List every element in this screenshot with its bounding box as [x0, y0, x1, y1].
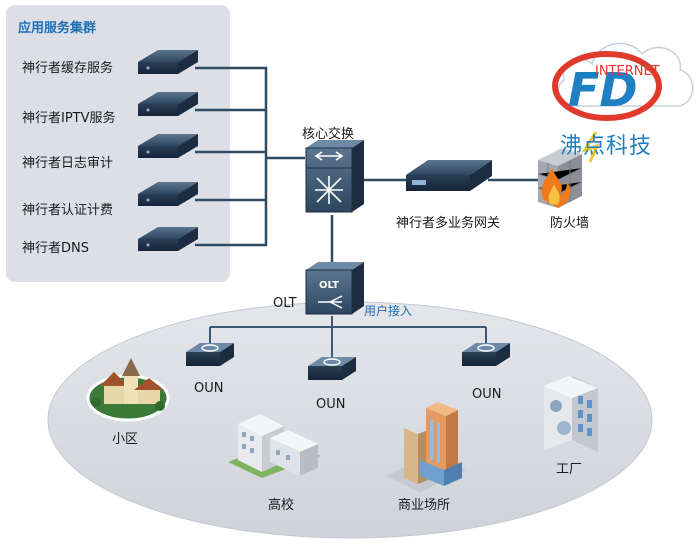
- commercial-icon: [386, 402, 466, 492]
- firewall-icon: [537, 148, 583, 208]
- app-cluster-panel: [6, 5, 230, 282]
- firewall-label: 防火墙: [550, 216, 590, 231]
- app-cluster-title: 应用服务集群: [18, 21, 97, 36]
- logo-chinese-text: 沸点科技: [560, 134, 653, 159]
- onu-device-left: [186, 343, 234, 366]
- community-label: 小区: [112, 432, 139, 447]
- user-access-label: 用户接入: [364, 304, 413, 318]
- onu-label-left: OUN: [194, 381, 224, 396]
- commercial-label: 商业场所: [398, 498, 451, 513]
- service-label-dns: 神行者DNS: [22, 241, 89, 256]
- olt-device-icon: OLT: [305, 262, 364, 315]
- server-links: [195, 66, 305, 247]
- core-links: [330, 178, 540, 262]
- onu-label-center: OUN: [316, 397, 346, 412]
- service-label-cache: 神行者缓存服务: [22, 61, 114, 76]
- server-auth-billing-device: [138, 182, 198, 206]
- onu-device-right: [462, 343, 510, 366]
- logo-english-text: INTERNET: [595, 64, 660, 79]
- gateway-label: 神行者多业务网关: [396, 216, 501, 231]
- logo-letters: FD: [568, 63, 638, 117]
- service-label-auth-billing: 神行者认证计费: [22, 203, 114, 218]
- college-icon: [228, 414, 320, 478]
- company-logo: FD: [552, 51, 662, 163]
- olt-caption: OLT: [273, 296, 297, 311]
- service-label-log-audit: 神行者日志审计: [22, 156, 114, 171]
- server-cache-device: [138, 50, 198, 74]
- factory-label: 工厂: [556, 462, 583, 477]
- olt-face-label: OLT: [319, 280, 339, 291]
- core-switch-icon: [305, 140, 364, 213]
- core-switch-label: 核心交换: [302, 127, 355, 142]
- onu-label-right: OUN: [472, 387, 502, 402]
- server-dns-device: [138, 227, 198, 251]
- server-log-audit-device: [138, 134, 198, 158]
- community-icon: [86, 358, 170, 422]
- gateway-device-icon: [406, 160, 492, 191]
- onu-device-center: [308, 357, 356, 380]
- server-iptv-device: [138, 92, 198, 116]
- college-label: 高校: [268, 498, 295, 513]
- service-label-iptv: 神行者IPTV服务: [22, 111, 116, 126]
- factory-icon: [544, 376, 598, 452]
